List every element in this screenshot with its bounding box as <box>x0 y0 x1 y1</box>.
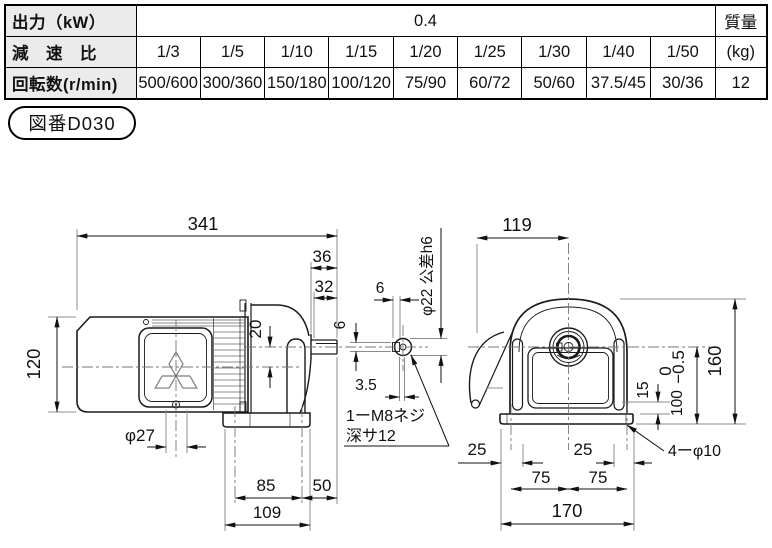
ratio-cell: 1/25 <box>457 36 523 68</box>
ratio-cell: 1/10 <box>264 36 330 68</box>
gear-case-front <box>509 298 628 414</box>
dim-overall-length: 341 <box>188 213 219 234</box>
dim-hole-pitch-right: 75 <box>589 468 608 487</box>
dim-foot-length: 109 <box>253 503 281 522</box>
tap-note-line2: 深サ12 <box>346 427 396 445</box>
motor-silhouette-front <box>468 331 513 409</box>
table-row: 減 速 比 1/3 1/5 1/10 1/15 1/20 1/25 1/30 1… <box>4 36 768 68</box>
speed-cell: 300/360 <box>199 67 266 100</box>
dim-base-width: 170 <box>552 500 583 521</box>
side-view <box>76 299 338 428</box>
figure-number-badge: 図番D030 <box>8 106 136 140</box>
mounting-foot-side <box>222 412 311 428</box>
ratio-cell: 1/3 <box>135 36 201 68</box>
dimension-lines <box>54 228 738 528</box>
speed-cell: 50/60 <box>521 67 587 100</box>
dim-foot-hole-pitch: 85 <box>257 476 276 495</box>
dim-key-width: 6 <box>376 280 385 297</box>
dim-foot-to-shaft-end: 50 <box>313 476 332 495</box>
dim-back-to-center: 119 <box>502 214 532 235</box>
speed-cell: 150/180 <box>264 67 330 100</box>
dim-key-height: 6 <box>332 321 349 330</box>
dim-shaft-dia: φ22 公差h6 <box>418 236 436 316</box>
output-shaft-side <box>311 339 338 355</box>
dimension-labels: 120 341 36 32 20 φ27 85 50 109 6 6 3.5 φ… <box>23 213 725 522</box>
tap-note-line1: 1ーM8ネジ <box>346 407 425 425</box>
base-front <box>499 413 634 425</box>
dim-edge-left: 25 <box>468 440 487 459</box>
dim-motor-height: 120 <box>23 349 44 380</box>
mounting-holes-note: 4ーφ10 <box>668 443 721 460</box>
mass-header: 質量 <box>714 4 768 37</box>
extension-lines <box>48 229 746 531</box>
table-row: 回転数(r/min) 500/600 300/360 150/180 100/1… <box>4 67 768 100</box>
speed-cell: 500/600 <box>135 67 201 100</box>
dim-tol-upper: 0 <box>656 366 675 375</box>
dim-overall-height: 160 <box>704 346 725 377</box>
mass-unit: (kg) <box>714 36 768 68</box>
mitsubishi-logo <box>154 350 198 389</box>
dim-shaft-length: 32 <box>315 277 334 296</box>
figure-number-label: 図番D030 <box>28 113 116 134</box>
dim-axis-offset: 20 <box>246 320 265 339</box>
ratio-cell: 1/50 <box>650 36 716 68</box>
speed-cell: 60/72 <box>457 67 523 100</box>
dim-key-depth: 3.5 <box>355 377 377 394</box>
dim-tol-lower: −0.5 <box>669 350 688 384</box>
front-view <box>468 298 634 425</box>
terminal-cover <box>138 327 213 409</box>
speed-cell: 100/120 <box>328 67 394 100</box>
ratio-cell: 1/15 <box>328 36 394 68</box>
dim-hole-dia: φ27 <box>125 426 155 445</box>
mass-value: 12 <box>714 67 768 100</box>
dim-edge-right: 25 <box>574 440 593 459</box>
dim-base-thickness: 15 <box>635 381 652 398</box>
spec-table: 出力（kW） 0.4 質量 減 速 比 1/3 1/5 1/10 1/15 1/… <box>4 4 768 100</box>
speed-cell: 30/36 <box>650 67 716 100</box>
ratio-label: 減 速 比 <box>4 36 137 68</box>
dim-shaft-center-height: 100 <box>669 390 686 416</box>
dim-hole-pitch-left: 75 <box>532 468 551 487</box>
speed-cell: 75/90 <box>392 67 459 100</box>
ratio-cell: 1/30 <box>521 36 587 68</box>
dim-face-to-shaft-end: 36 <box>313 247 332 266</box>
gear-case-side <box>239 299 312 414</box>
speed-cell: 37.5/45 <box>585 67 652 100</box>
motor-fins <box>152 318 244 410</box>
ratio-cell: 1/40 <box>585 36 652 68</box>
centerlines <box>62 243 710 506</box>
ratio-cell: 1/20 <box>392 36 459 68</box>
